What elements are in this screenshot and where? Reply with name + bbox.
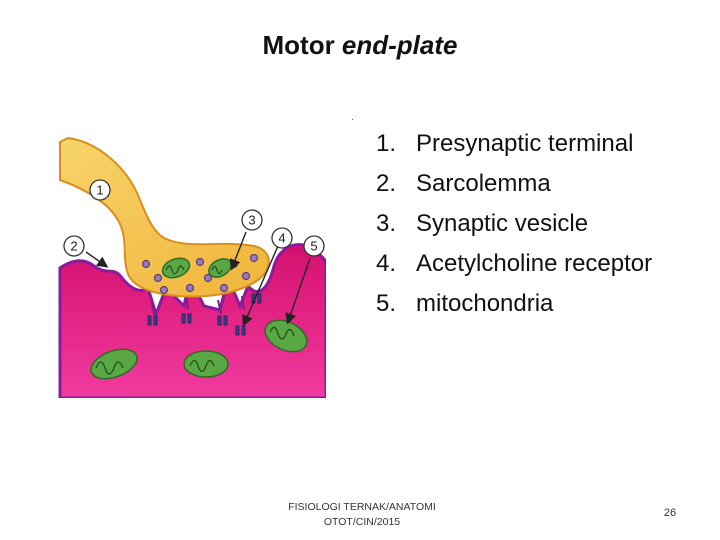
callout-label: 4 <box>278 231 285 246</box>
callout-circle <box>303 235 325 257</box>
legend-item: 5. mitochondria <box>376 288 716 319</box>
slide-footer: FISIOLOGI TERNAK/ANATOMI OTOT/CIN/2015 <box>270 500 454 530</box>
acetylcholine-receptors <box>147 293 262 336</box>
callout-circle <box>241 209 263 231</box>
legend-item: 2. Sarcolemma <box>376 168 716 199</box>
legend-label: Presynaptic terminal <box>416 130 634 157</box>
pointer-arrows <box>85 231 311 327</box>
callout-label: 1 <box>96 183 103 198</box>
title-italic: end-plate <box>341 30 458 60</box>
legend-number: 3. <box>376 210 397 237</box>
legend-number: 5. <box>376 290 397 317</box>
callouts: 1 2 3 4 5 <box>63 179 325 257</box>
slide-title: Motor end-plate <box>0 30 720 61</box>
legend-number: 2. <box>376 170 397 197</box>
title-main: Motor <box>262 30 342 60</box>
legend-label: mitochondria <box>416 290 554 317</box>
muscle-mitochondria <box>90 319 308 380</box>
callout-label: 5 <box>310 239 317 254</box>
page-number: 26 <box>663 507 677 519</box>
callout-label: 3 <box>248 213 255 228</box>
legend-number: 1. <box>376 130 397 157</box>
legend-item: 4. Acetylcholine receptor <box>376 248 716 279</box>
callout-label: 2 <box>70 239 77 254</box>
motor-end-plate-diagram: 1 2 3 4 5 <box>58 128 326 398</box>
callout-circle <box>271 227 293 249</box>
legend-item: 1. Presynaptic terminal <box>376 128 716 159</box>
legend-label: Synaptic vesicle <box>416 210 589 237</box>
callout-circle <box>89 179 111 201</box>
legend-label: Sarcolemma <box>416 170 551 197</box>
legend-number: 4. <box>376 250 397 277</box>
presynaptic-terminal <box>59 136 270 298</box>
legend-item: 3. Synaptic vesicle <box>376 208 716 239</box>
callout-circle <box>63 235 85 257</box>
stray-dot <box>352 119 353 120</box>
legend-list: 1. Presynaptic terminal 2. Sarcolemma 3. Syna… <box>376 128 716 328</box>
legend-label: Acetylcholine receptor <box>416 250 653 277</box>
footer-line-2: OTOT/CIN/2015 <box>323 516 401 528</box>
footer-line-1: FISIOLOGI TERNAK/ANATOMI <box>288 501 436 513</box>
